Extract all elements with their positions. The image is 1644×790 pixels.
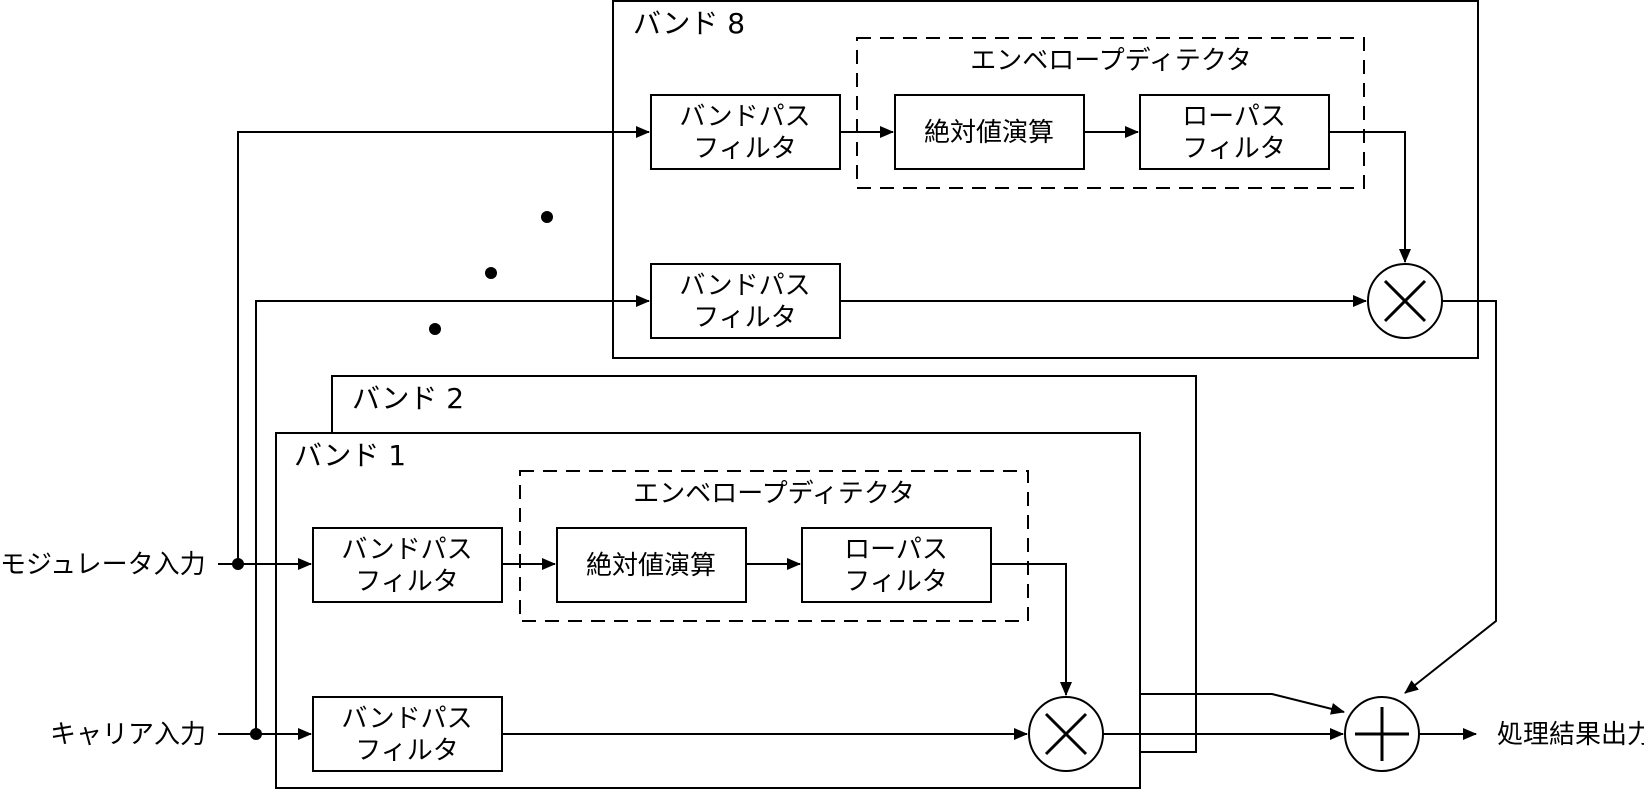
band-1-lowpass — [801, 527, 992, 603]
output-label: 処理結果出力 — [1497, 720, 1644, 750]
band-8-envelope-label: エンベロープディテクタ — [970, 46, 1252, 76]
band-1-lowpass-line1: ローパス — [844, 535, 948, 565]
signal-wires — [218, 126, 1497, 740]
band-8-envelope-frame — [856, 37, 1365, 189]
band-1-lowpass-line2: フィルタ — [844, 567, 947, 597]
band-8-bandpass-mod-line2: フィルタ — [693, 134, 796, 164]
band-1-envelope-frame — [519, 470, 1029, 622]
band-1-bandpass-mod-line1: バンドパス — [341, 535, 472, 565]
band-8-bandpass-mod-line1: バンドパス — [679, 102, 810, 132]
plus-icon — [1344, 696, 1420, 772]
band-8-group: バンド 8 エンベロープディテクタ バンドパス フィルタ 絶対値演算 ローパス … — [612, 0, 1479, 359]
band-8-title: バンド 8 — [633, 7, 745, 40]
band-8-abs — [894, 94, 1085, 170]
band-1-bandpass-car-line2: フィルタ — [355, 736, 458, 766]
band-8-lowpass-line2: フィルタ — [1182, 134, 1285, 164]
band-1-bandpass-mod-line2: フィルタ — [355, 567, 458, 597]
band-2-title: バンド 2 — [352, 382, 464, 415]
carrier-input-label: キャリア入力 — [50, 720, 206, 750]
band-1-abs — [556, 527, 747, 603]
ellipsis-dots — [429, 211, 553, 335]
band-8-lowpass-line1: ローパス — [1182, 102, 1286, 132]
modulator-input-label: モジュレータ入力 — [0, 550, 206, 580]
band-1-bandpass-car-line1: バンドパス — [341, 704, 472, 734]
band-1-abs-label: 絶対値演算 — [586, 551, 716, 581]
band-8-bandpass-car-line2: フィルタ — [693, 303, 796, 333]
band-8-bandpass-car-line1: バンドパス — [679, 271, 810, 301]
band-1-title: バンド 1 — [294, 439, 406, 472]
band-1-group: バンド 1 エンベロープディテクタ バンドパス フィルタ 絶対値演算 ローパス … — [275, 432, 1141, 789]
multiply-icon — [1367, 263, 1443, 339]
band-1-envelope-label: エンベロープディテクタ — [633, 479, 915, 509]
band-8-bandpass-mod — [650, 94, 841, 170]
band-8-abs-label: 絶対値演算 — [924, 118, 1054, 148]
band-1-bandpass-car — [312, 696, 503, 772]
multiply-icon — [1028, 696, 1104, 772]
